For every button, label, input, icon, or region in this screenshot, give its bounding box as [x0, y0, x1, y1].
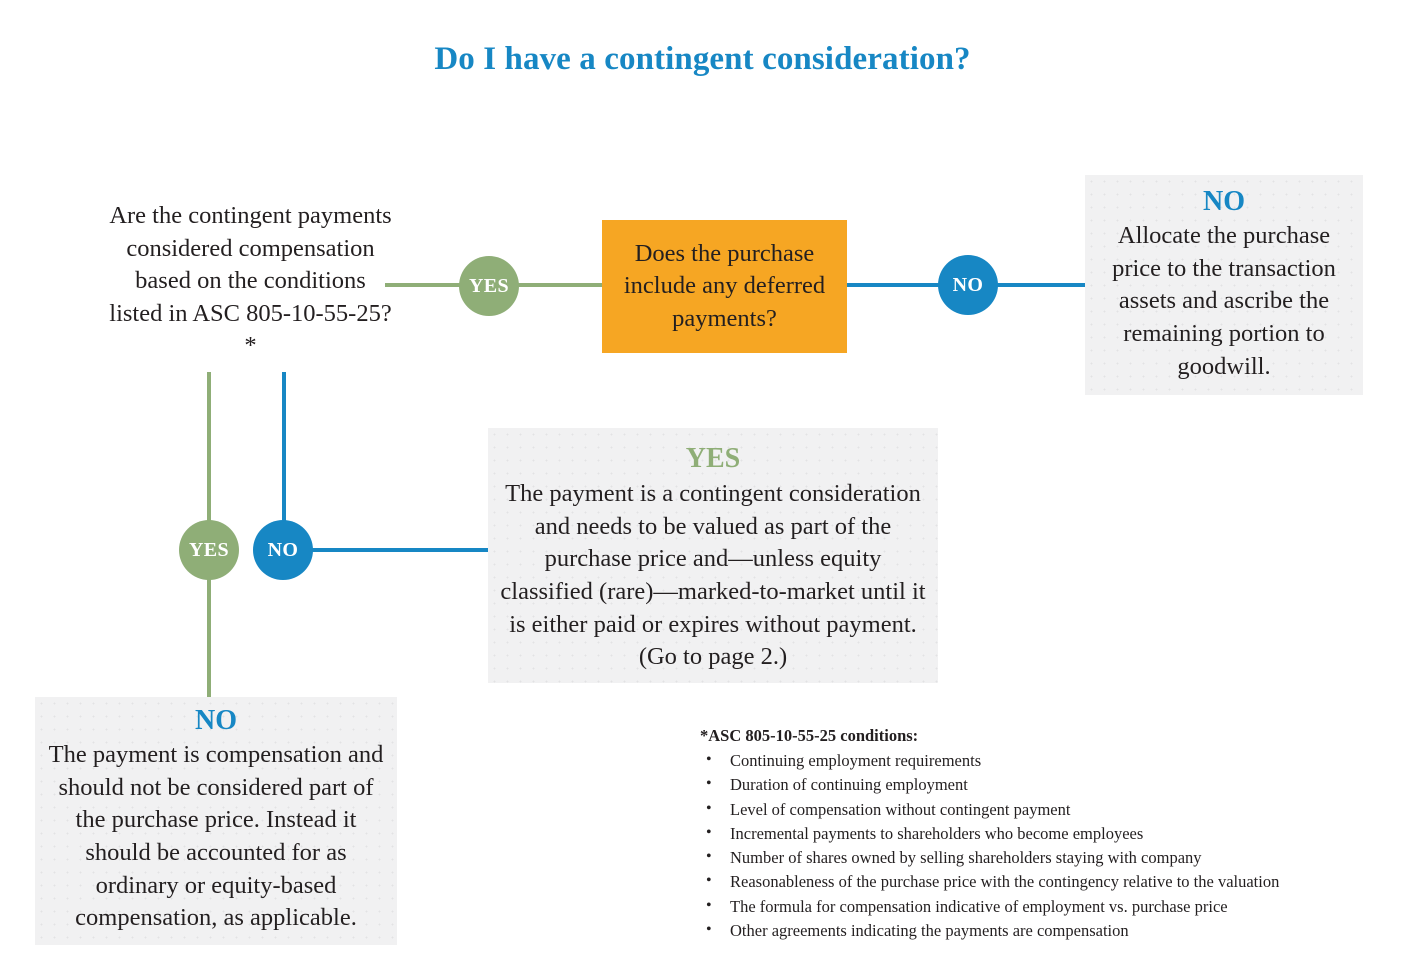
outcome-panel-no-allocate: NO Allocate the purchase price to the tr… [1085, 175, 1363, 395]
panel-body-no-topright: Allocate the purchase price to the trans… [1112, 222, 1336, 380]
footnote-title: *ASC 805-10-55-25 conditions: [700, 726, 919, 745]
panel-heading-no-topright: NO [1203, 186, 1245, 217]
list-item: Continuing employment requirements [700, 748, 1380, 773]
decision-box-deferred-payments: Does the purchase include any deferred p… [602, 220, 847, 353]
connector-q1-yes-down [207, 372, 211, 532]
panel-body-yes-middle: The payment is a contingent consideratio… [500, 480, 926, 671]
list-item: The formula for compensation indicative … [700, 893, 1380, 919]
decision-no-left[interactable]: NO [253, 520, 313, 580]
footnote-list: Continuing employment requirements Durat… [700, 748, 1380, 943]
panel-heading-no-bottomleft: NO [195, 705, 237, 736]
list-item: Duration of continuing employment [700, 772, 1380, 797]
page-title: Do I have a contingent consideration? [434, 41, 971, 77]
connector-q1-yes-left [385, 283, 465, 287]
panel-heading-yes-middle: YES [685, 443, 741, 474]
decision-box-text: Does the purchase include any deferred p… [623, 239, 826, 332]
connector-yes-to-decision-box [513, 283, 605, 287]
connector-decisionbox-to-no [847, 283, 942, 287]
list-item: Other agreements indicating the payments… [700, 918, 1380, 943]
outcome-panel-no-compensation: NO The payment is compensation and shoul… [35, 697, 397, 945]
decision-yes-left[interactable]: YES [179, 520, 239, 580]
decision-no-q2[interactable]: NO [938, 255, 998, 315]
connector-yes-to-bottomleft-panel [207, 572, 211, 737]
list-item: Incremental payments to shareholders who… [700, 821, 1380, 846]
connector-no-to-middle-panel [307, 548, 492, 552]
connector-no-to-topright-panel [993, 283, 1088, 287]
list-item: Number of shares owned by selling shareh… [700, 845, 1380, 870]
outcome-panel-yes-contingent: YES The payment is a contingent consider… [488, 428, 938, 683]
list-item: Reasonableness of the purchase price wit… [700, 869, 1380, 894]
decision-yes-q1[interactable]: YES [459, 256, 519, 316]
panel-body-no-bottomleft: The payment is compensation and should n… [48, 741, 384, 932]
footnote-asc-conditions: *ASC 805-10-55-25 conditions: Continuing… [700, 726, 1380, 943]
list-item: Level of compensation without contingent… [700, 796, 1380, 822]
connector-q1-no-down [282, 372, 286, 522]
question-contingent-payments: Are the contingent payments considered c… [109, 202, 392, 360]
